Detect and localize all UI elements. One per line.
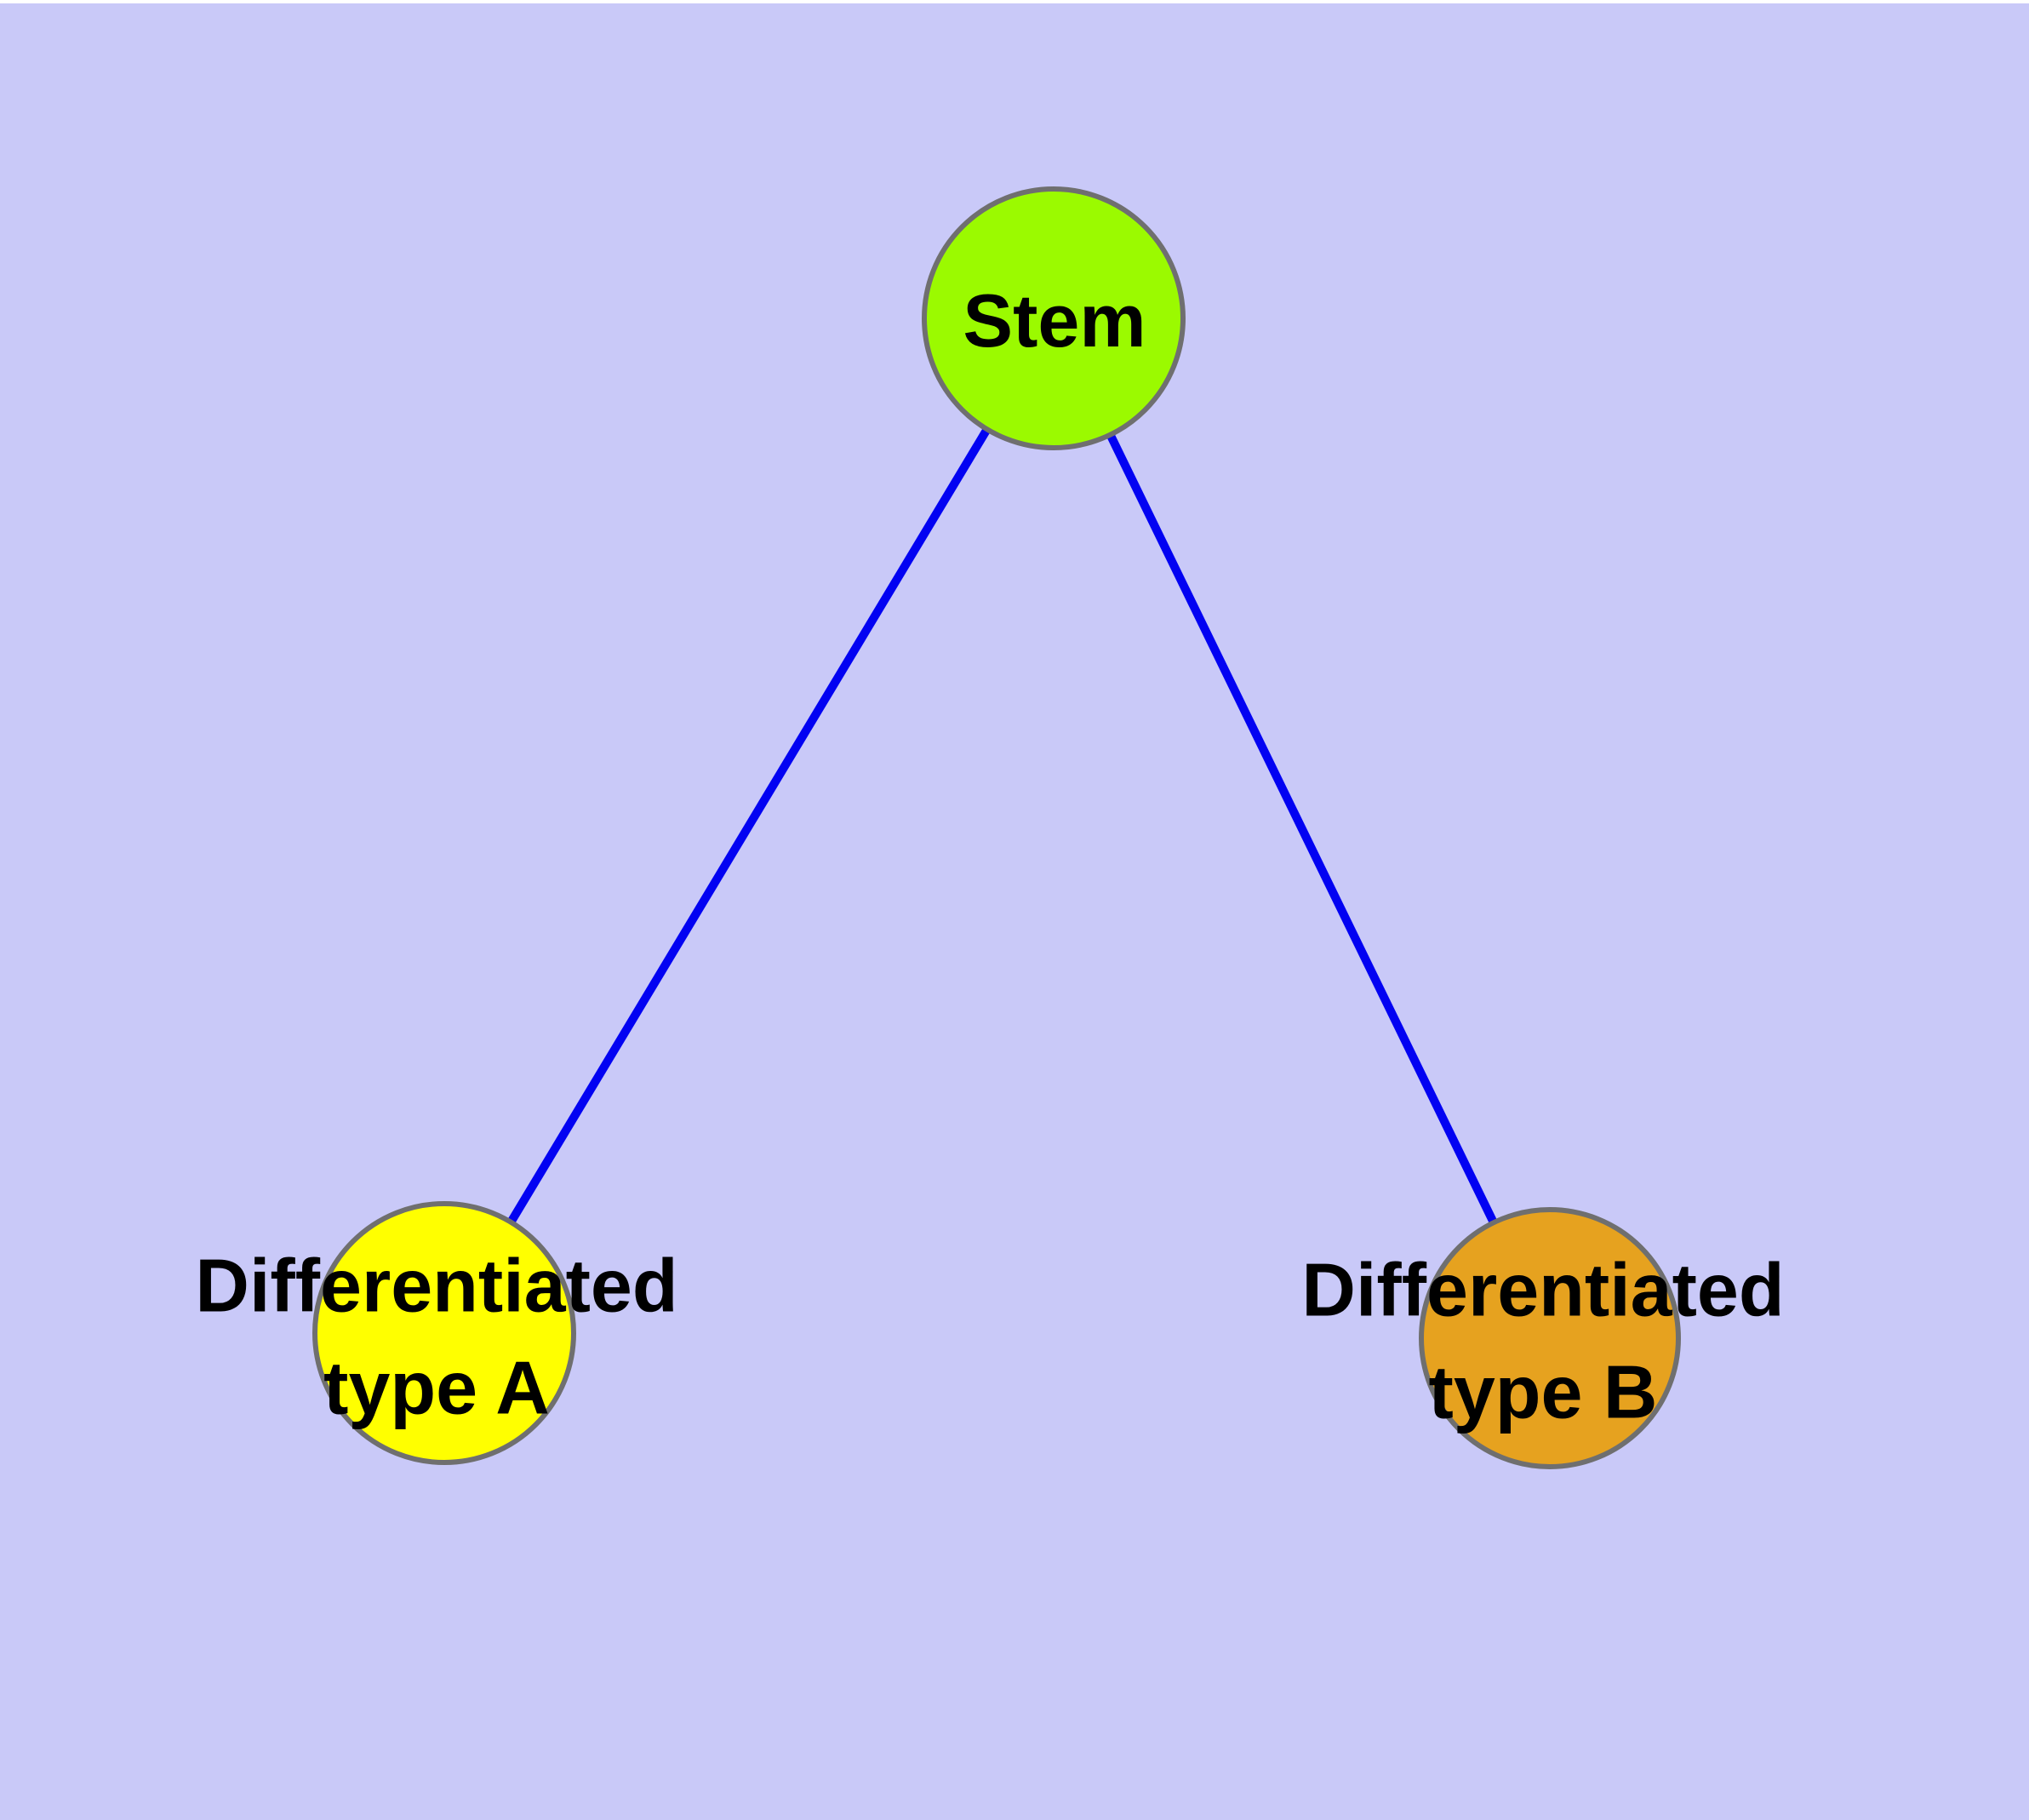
edge-stem-to-type-b bbox=[1049, 316, 1554, 1341]
node-stem-circle bbox=[922, 186, 1186, 450]
node-type-b-circle bbox=[1419, 1207, 1681, 1469]
node-type-a-circle bbox=[312, 1201, 576, 1465]
edge-stem-to-type-a bbox=[440, 316, 1058, 1336]
